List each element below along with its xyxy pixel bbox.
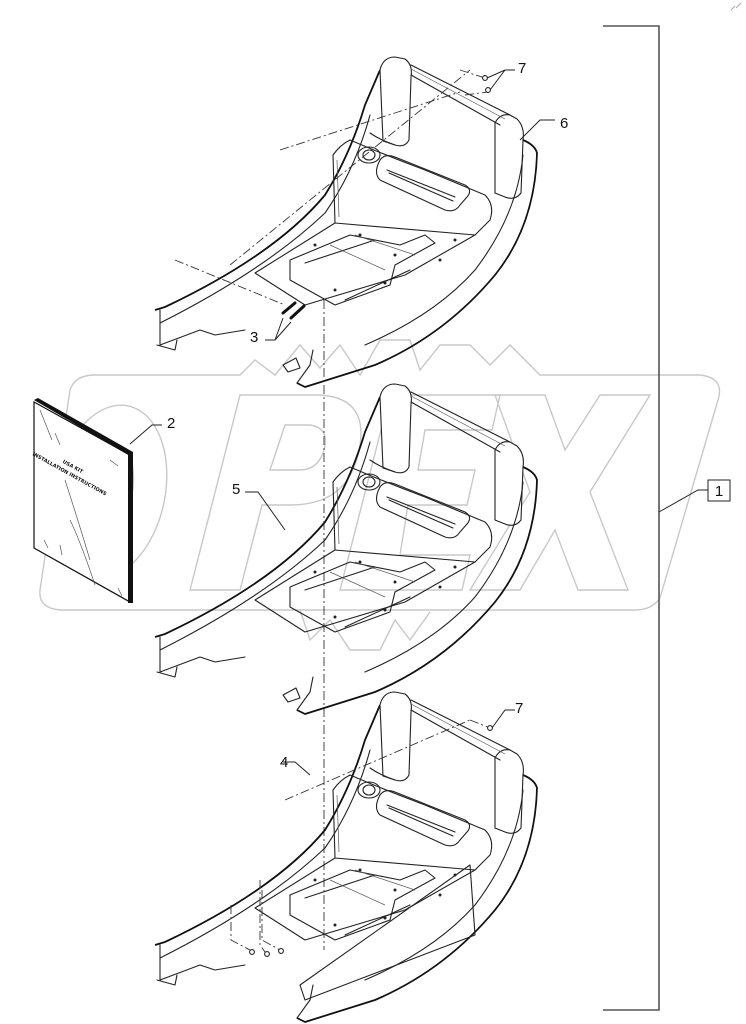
callout-7-bottom[interactable]: 7 — [515, 700, 523, 717]
screws-7-bottom: 7 — [284, 700, 523, 801]
console-shell-4: 4 — [154, 691, 538, 1023]
callout-7-top[interactable]: 7 — [518, 60, 526, 77]
callout-5[interactable]: 5 — [232, 481, 240, 498]
watermark-opex — [39, 339, 721, 651]
installation-manual: USA KIT INSTALLATION INSTRUCTIONS 2 — [31, 398, 175, 604]
screws-7-top: 7 — [229, 60, 526, 266]
console-shell-6: 6 — [154, 56, 568, 388]
assembly-bracket: 1 — [603, 25, 731, 1011]
callout-1-box — [707, 479, 731, 502]
callout-4[interactable]: 4 — [280, 754, 288, 771]
callout-1[interactable]: 1 — [715, 483, 723, 500]
corner-mark — [730, 2, 742, 11]
bolts-lower — [230, 880, 284, 957]
callout-6[interactable]: 6 — [560, 115, 568, 132]
callout-2[interactable]: 2 — [167, 415, 175, 432]
fastener-strips-3: 3 — [174, 259, 306, 346]
console-shell-5: 5 — [154, 383, 538, 715]
callout-3[interactable]: 3 — [250, 329, 258, 346]
